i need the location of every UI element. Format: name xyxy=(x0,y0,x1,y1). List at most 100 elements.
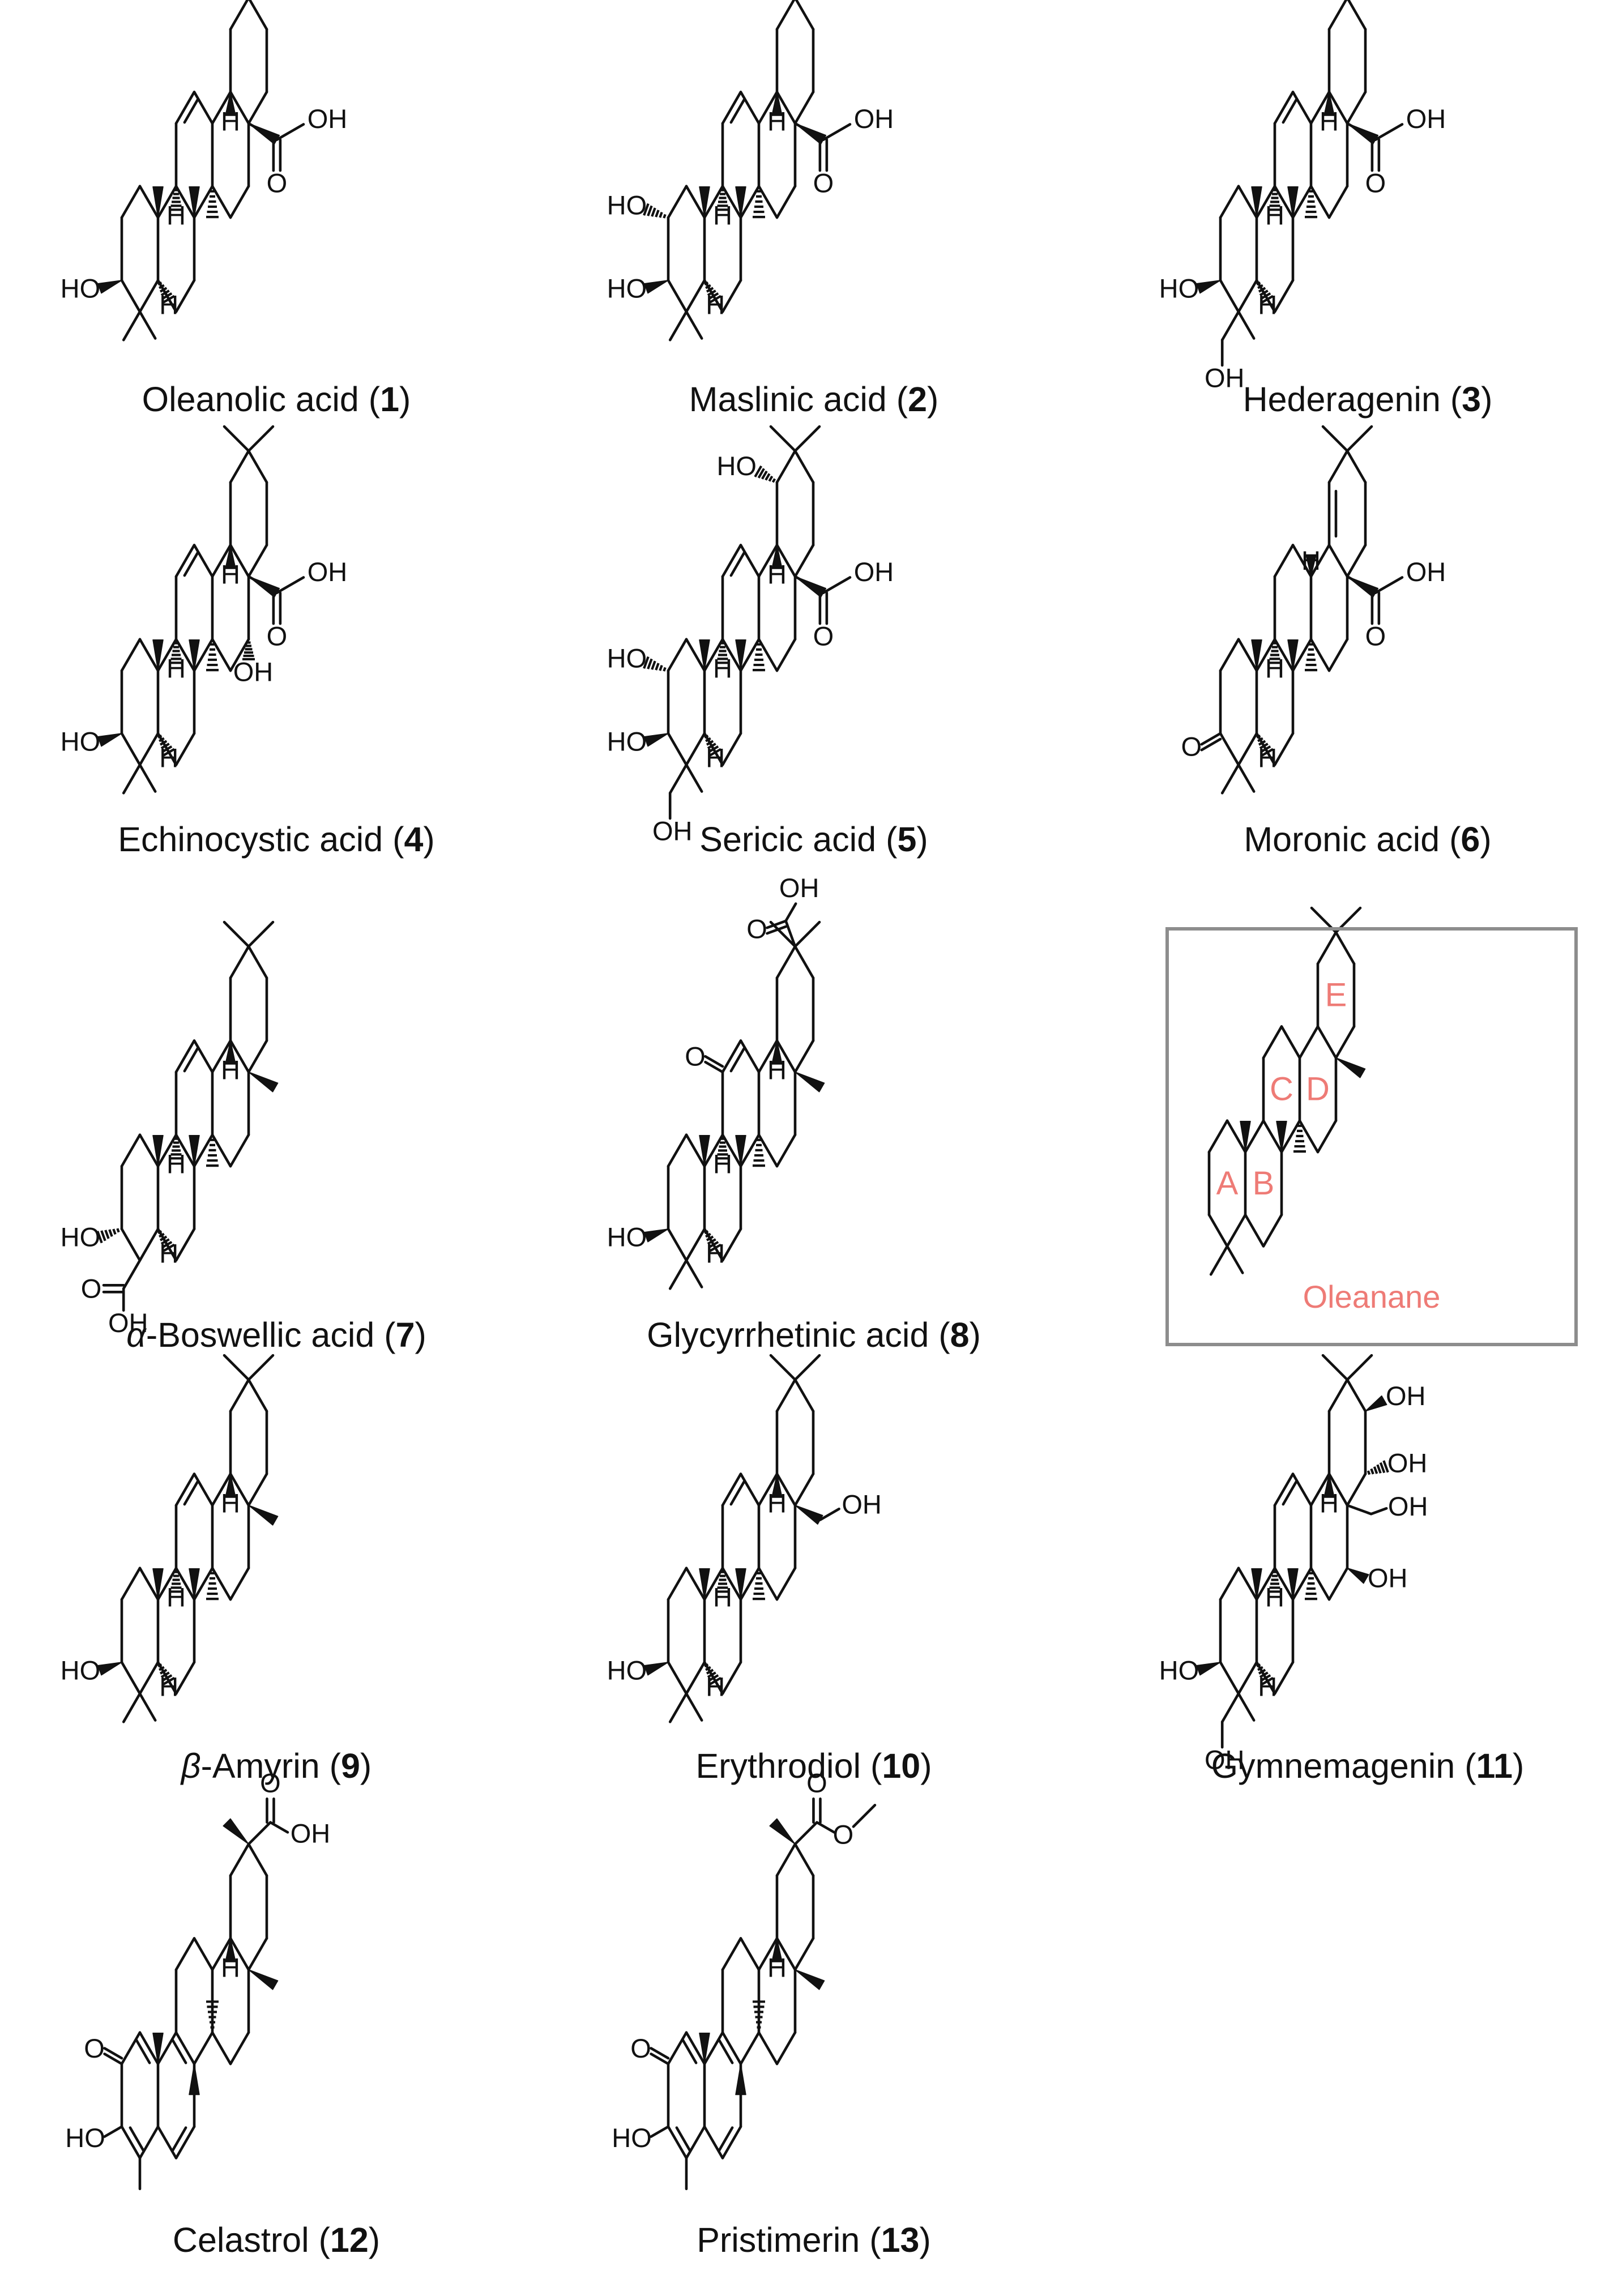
stereo-h-label: H xyxy=(713,200,732,231)
stereo-h-label: H xyxy=(159,1672,178,1702)
carbonyl-o-label: O xyxy=(260,1768,281,1798)
stereo-h-label: H xyxy=(221,1952,240,1982)
caption-compound-6: Moronic acid (6) xyxy=(1244,820,1492,859)
carbonyl-o-label: O xyxy=(267,168,288,198)
caption-compound-number: 6 xyxy=(1461,820,1480,859)
wedge-bond xyxy=(1347,576,1379,598)
caption-compound-11: Gymnemagenin (11) xyxy=(1211,1747,1525,1785)
methyl-wedge xyxy=(248,1505,279,1526)
hydroxyl-label: HO xyxy=(607,643,647,673)
hydroxyl-label: OH xyxy=(1388,1491,1428,1521)
wedge-bond xyxy=(225,544,236,569)
hydroxyl-label: OH xyxy=(108,1308,148,1338)
stereo-h-label: H xyxy=(159,290,178,320)
caption-compound-name: Echinocystic acid xyxy=(118,820,383,859)
ring-label-a: A xyxy=(1216,1165,1239,1202)
caption-compound-name: Gymnemagenin xyxy=(1211,1747,1455,1785)
hydroxyl-label: OH xyxy=(1387,1448,1428,1478)
stereo-h-label: H xyxy=(706,743,725,773)
stereo-h-label: H xyxy=(221,106,240,136)
hydroxyl-wedge xyxy=(97,1662,122,1676)
carbonyl-o-label: O xyxy=(84,2033,105,2063)
wedge-bond xyxy=(771,1473,783,1498)
wedge-bond xyxy=(1323,1473,1335,1498)
wedge-bond xyxy=(795,1505,823,1525)
methyl-wedge xyxy=(1287,1568,1299,1600)
carbonyl-o-label: O xyxy=(813,168,834,198)
caption-compound-number: 7 xyxy=(395,1316,415,1354)
methyl-wedge xyxy=(735,2063,746,2096)
wedge-bond xyxy=(771,91,783,116)
carbonyl-o-label: O xyxy=(267,621,288,651)
hydroxyl-wedge xyxy=(644,280,669,294)
methyl-wedge xyxy=(699,1568,710,1600)
methyl-wedge xyxy=(189,1568,200,1600)
methyl-wedge xyxy=(189,639,200,671)
hydroxyl-label: OH xyxy=(652,816,693,846)
hydroxyl-label: HO xyxy=(716,451,757,481)
ring-label-e: E xyxy=(1325,976,1347,1013)
carbonyl-o-label: O xyxy=(1365,168,1386,198)
wedge-bond xyxy=(1365,1395,1387,1412)
caption-compound-number: 2 xyxy=(908,380,928,419)
stereo-h-label: H xyxy=(166,1149,186,1179)
hydroxyl-wedge xyxy=(1196,280,1221,294)
hydroxyl-label: OH xyxy=(308,104,348,134)
stereo-h-label: H xyxy=(221,1488,240,1518)
stereo-h-label: H xyxy=(1258,1672,1277,1702)
stereo-h-label: H xyxy=(221,1055,240,1085)
hydroxyl-label: HO xyxy=(607,190,647,220)
carbonyl-o-label: O xyxy=(1365,621,1386,651)
stereo-h-label: H xyxy=(1265,654,1284,684)
caption-compound-number: 11 xyxy=(1476,1747,1513,1785)
caption-compound-number: 4 xyxy=(404,820,424,859)
carbonyl-o-label: O xyxy=(746,914,767,944)
hydroxyl-wedge xyxy=(1196,1662,1221,1676)
carbonyl-o-label: O xyxy=(81,1274,102,1304)
methyl-wedge xyxy=(1240,1120,1251,1153)
stereo-h-label: H xyxy=(706,290,725,320)
methyl-wedge xyxy=(769,1818,796,1845)
wedge-bond xyxy=(225,1040,236,1065)
caption-compound-4: Echinocystic acid (4) xyxy=(118,820,435,859)
caption-compound-name: Hederagenin xyxy=(1242,380,1441,419)
wedge-bond xyxy=(225,91,236,116)
caption-compound-number: 9 xyxy=(340,1747,360,1785)
caption-compound-13: Pristimerin (13) xyxy=(697,2221,931,2259)
stereo-h-label: H xyxy=(166,654,186,684)
wedge-bond xyxy=(1347,123,1379,145)
methyl-wedge xyxy=(223,1818,249,1845)
stereo-h-label: H xyxy=(706,1239,725,1269)
methyl-wedge xyxy=(735,1568,746,1600)
stereo-h-label: H xyxy=(1320,106,1339,136)
caption-compound-10: Erythrodiol (10) xyxy=(695,1747,932,1785)
caption-compound-3: Hederagenin (3) xyxy=(1242,380,1493,419)
methyl-wedge xyxy=(248,1969,279,1990)
caption-compound-name: Pristimerin xyxy=(697,2221,860,2259)
stereo-h-label: H xyxy=(1265,200,1284,231)
wedge-bond xyxy=(225,1937,236,1962)
stereo-h-label: H xyxy=(767,106,787,136)
caption-compound-2: Maslinic acid (2) xyxy=(689,380,939,419)
methyl-wedge xyxy=(189,2063,200,2096)
stereo-h-label: H xyxy=(1258,743,1277,773)
caption-compound-name: Moronic acid xyxy=(1244,820,1440,859)
hydroxyl-label: OH xyxy=(1386,1381,1426,1411)
caption-compound-name: Sericic acid xyxy=(699,820,877,859)
carbonyl-o-label: O xyxy=(685,1042,706,1072)
methyl-wedge xyxy=(189,1134,200,1167)
methyl-wedge xyxy=(152,1134,164,1167)
hydroxyl-wedge xyxy=(644,733,669,747)
ring-label-c: C xyxy=(1270,1071,1293,1108)
wedge-bond xyxy=(771,1040,783,1065)
caption-compound-name: Celastrol xyxy=(172,2221,309,2259)
hydroxyl-wedge xyxy=(97,280,122,294)
methyl-wedge xyxy=(152,1568,164,1600)
stereo-h-label: H xyxy=(713,1582,732,1612)
caption-compound-1: Oleanolic acid (1) xyxy=(142,380,411,419)
ester-o-label: O xyxy=(833,1820,854,1850)
hydroxyl-label: OH xyxy=(779,873,819,903)
